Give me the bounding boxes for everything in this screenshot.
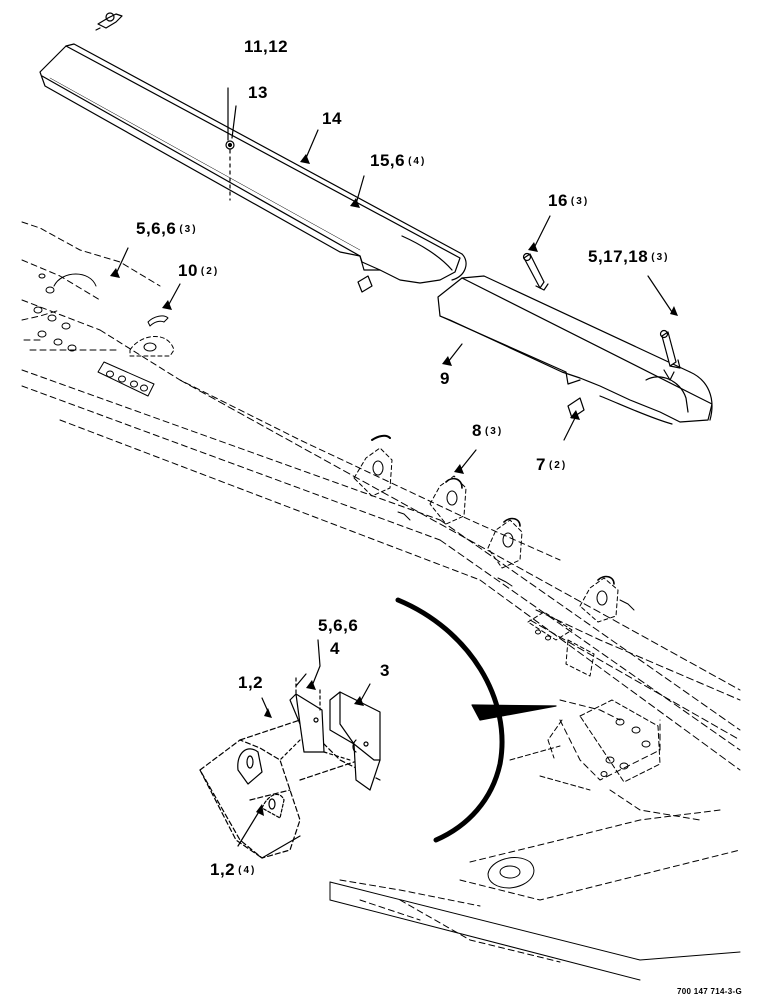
callout-label: 4 (330, 639, 340, 658)
callout-qty: (3) (484, 426, 504, 437)
callout-15-6: 15,6(4) (370, 152, 426, 170)
callout-11-12: 11,12 (244, 38, 288, 55)
frame-right-section (329, 699, 741, 981)
leader-lines (115, 87, 673, 847)
leader-arrowheads (110, 154, 678, 816)
callout-label: 5,6,6 (136, 219, 177, 238)
detail-bracket-assembly (199, 677, 381, 859)
drawing-code-label: 700 147 714-3-G (677, 987, 742, 996)
callout-5-17-18: 5,17,18(3) (588, 248, 669, 266)
callout-label: 5,17,18 (588, 247, 649, 266)
pin-5-17-18-icon (659, 329, 681, 381)
callout-label: 8 (472, 421, 482, 440)
callout-label: 14 (322, 109, 342, 128)
callout-qty: (3) (651, 252, 670, 263)
callout-14: 14 (322, 110, 342, 127)
callout-label: 1,2 (210, 860, 236, 879)
callout-label: 1,2 (238, 673, 264, 692)
detail-callout-arc (395, 597, 557, 843)
main-frame-beam (179, 379, 741, 771)
callout-qty: (3) (570, 196, 590, 207)
beam-brackets (353, 434, 635, 677)
callout-label: 13 (248, 83, 268, 102)
callout-10: 10(2) (178, 262, 219, 280)
callout-1-2: 1,2 (238, 674, 263, 691)
callout-3: 3 (380, 662, 390, 679)
frame-left-holes (33, 273, 175, 397)
callout-qty: (2) (548, 460, 568, 471)
callout-9: 9 (440, 370, 450, 387)
callout-label: 15,6 (370, 151, 406, 170)
callout-qty: (4) (238, 865, 257, 876)
callout-qty: (3) (179, 224, 198, 235)
callout-label: 16 (548, 191, 568, 210)
callout-label: 3 (380, 661, 390, 680)
callout-16: 16(3) (548, 192, 589, 210)
callout-13: 13 (248, 84, 268, 101)
bolt-13-icon (225, 140, 235, 150)
callout-1-2-qty: 1,2(4) (210, 861, 256, 879)
pin-16-icon (522, 252, 549, 291)
callout-label: 11,12 (244, 37, 289, 56)
callout-4: 4 (330, 640, 340, 657)
callout-label: 10 (178, 261, 198, 280)
callout-7: 7(2) (536, 456, 567, 474)
callout-label: 7 (536, 455, 546, 474)
small-pin-icon (95, 12, 123, 31)
callout-qty: (4) (408, 156, 427, 167)
callout-label: 5,6,6 (318, 616, 359, 635)
frame-left-section (21, 221, 561, 581)
upper-shield-part-14 (39, 43, 467, 293)
lower-shield-part-9 (437, 275, 713, 425)
callout-8: 8(3) (472, 422, 503, 440)
callout-5-6-6-top: 5,6,6(3) (136, 220, 198, 238)
callout-label: 9 (440, 369, 450, 388)
callout-5-6-6-detail: 5,6,6 (318, 617, 358, 634)
callout-qty: (2) (200, 266, 220, 277)
